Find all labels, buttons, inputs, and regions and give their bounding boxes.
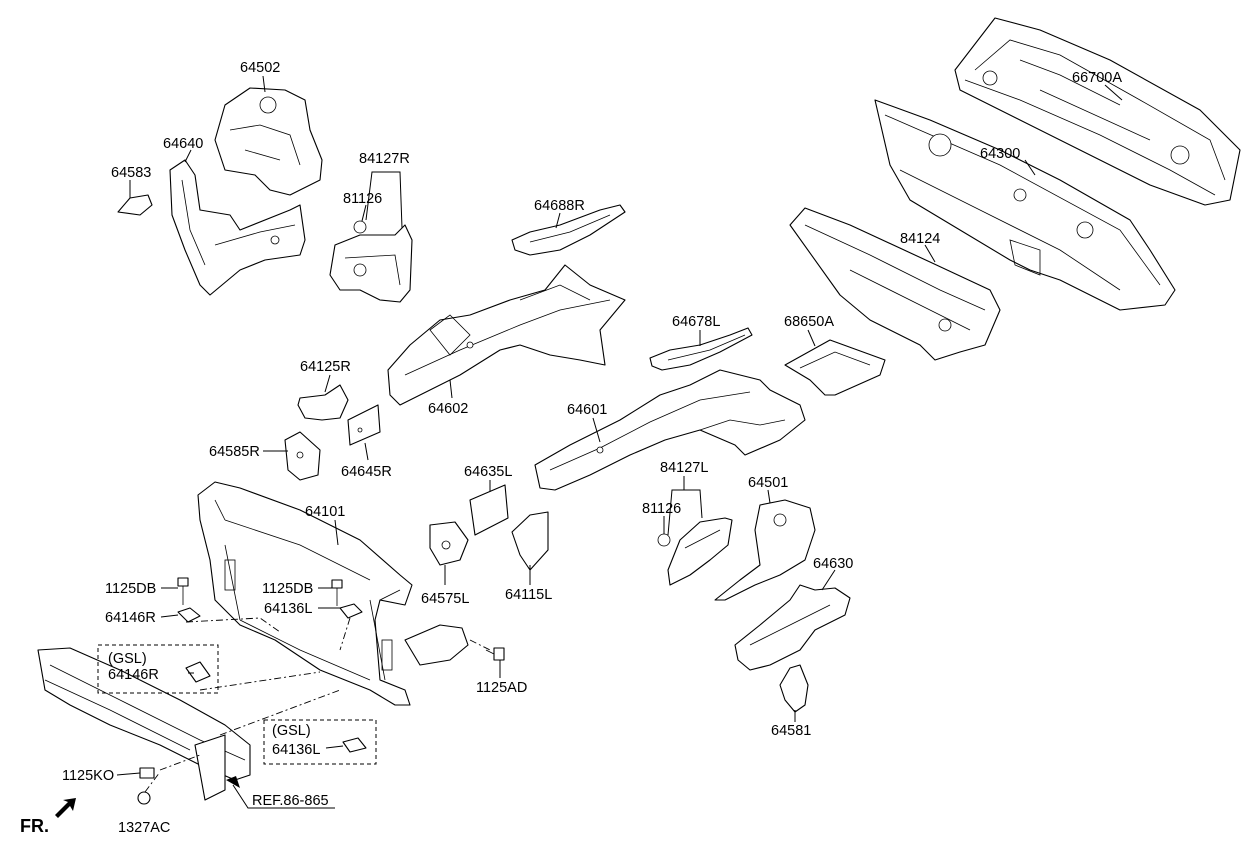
label-64136L[interactable]: 64136L — [264, 601, 312, 617]
part-64630[interactable] — [734, 584, 851, 671]
label-64640[interactable]: 64640 — [163, 136, 203, 152]
part-64583[interactable] — [117, 194, 153, 216]
label-64501[interactable]: 64501 — [748, 475, 788, 491]
part-64501[interactable] — [714, 499, 816, 601]
label-64585R[interactable]: 64585R — [209, 444, 260, 460]
part-84127R[interactable] — [329, 224, 413, 303]
label-66700A[interactable]: 66700A — [1072, 70, 1122, 86]
bracket-64136L-upper[interactable] — [339, 603, 363, 619]
label-64101[interactable]: 64101 — [305, 504, 345, 520]
label-64502[interactable]: 64502 — [240, 60, 280, 76]
part-64575L[interactable] — [429, 521, 469, 566]
label-64581[interactable]: 64581 — [771, 723, 811, 739]
part-68650A[interactable] — [784, 339, 886, 396]
part-64602-side-member[interactable] — [387, 264, 626, 406]
bolt-1125DB-left[interactable] — [177, 577, 189, 605]
label-gsl-1: (GSL) — [108, 651, 147, 667]
bolt-1125DB-right[interactable] — [331, 579, 343, 606]
label-64146R[interactable]: 64146R — [105, 610, 156, 626]
part-64581[interactable] — [779, 664, 809, 713]
front-arrow-icon — [55, 798, 76, 818]
part-64125R[interactable] — [297, 384, 349, 421]
part-64601-side-member[interactable] — [534, 369, 806, 491]
assembly-line-5 — [469, 639, 491, 651]
label-64115L[interactable]: 64115L — [505, 587, 552, 603]
part-64645R[interactable] — [347, 404, 381, 446]
part-81126-grommet-lower[interactable] — [657, 533, 671, 547]
label-64136L-gsl[interactable]: 64136L — [272, 742, 320, 758]
part-64688R[interactable] — [511, 204, 626, 256]
label-64601[interactable]: 64601 — [567, 402, 607, 418]
label-64583[interactable]: 64583 — [111, 165, 151, 181]
label-ref-86-865[interactable]: REF.86-865 — [252, 793, 329, 809]
label-1125DB-right[interactable]: 1125DB — [262, 581, 313, 597]
label-84127R[interactable]: 84127R — [359, 151, 410, 167]
assembly-line-3 — [199, 671, 321, 691]
bracket-64136L-gsl[interactable] — [342, 737, 367, 753]
part-64300-dash-panel[interactable] — [874, 99, 1176, 311]
label-64688R[interactable]: 64688R — [534, 198, 585, 214]
label-64635L[interactable]: 64635L — [464, 464, 512, 480]
part-81126-grommet-upper[interactable] — [353, 220, 367, 234]
label-64630[interactable]: 64630 — [813, 556, 853, 572]
part-64502[interactable] — [214, 87, 323, 196]
part-bumper-beam[interactable] — [37, 647, 251, 801]
nut-1327AC[interactable] — [137, 791, 151, 805]
part-64101-carrier[interactable] — [197, 481, 469, 706]
assembly-line-7 — [144, 771, 161, 793]
label-64146R-gsl[interactable]: 64146R — [108, 667, 159, 683]
bolt-1125AD[interactable] — [485, 647, 505, 661]
bracket-64146R-gsl[interactable] — [185, 661, 211, 683]
label-84124[interactable]: 84124 — [900, 231, 940, 247]
bracket-64146R-upper[interactable] — [177, 607, 201, 623]
gsl-box-64146R — [97, 644, 219, 694]
label-64575L[interactable]: 64575L — [421, 591, 469, 607]
label-64125R[interactable]: 64125R — [300, 359, 351, 375]
label-1125DB-left[interactable]: 1125DB — [105, 581, 156, 597]
part-84127L[interactable] — [667, 517, 733, 586]
assembly-line-4 — [219, 689, 341, 736]
label-64645R[interactable]: 64645R — [341, 464, 392, 480]
label-84127L[interactable]: 84127L — [660, 460, 708, 476]
part-64635L[interactable] — [469, 484, 509, 536]
ref-arrow-icon — [226, 776, 240, 788]
assembly-line-1 — [185, 617, 281, 633]
label-1327AC[interactable]: 1327AC — [118, 820, 170, 836]
label-gsl-2: (GSL) — [272, 723, 311, 739]
label-1125KO[interactable]: 1125KO — [62, 768, 114, 784]
part-64678L[interactable] — [649, 327, 753, 371]
part-64115L[interactable] — [511, 511, 549, 571]
label-1125AD[interactable]: 1125AD — [476, 680, 527, 696]
part-64585R[interactable] — [284, 431, 321, 481]
assembly-line-6 — [159, 754, 201, 771]
assembly-line-2 — [339, 617, 351, 651]
part-84124-cover[interactable] — [789, 207, 1001, 361]
gsl-box-64136L — [263, 719, 377, 765]
label-64602[interactable]: 64602 — [428, 401, 468, 417]
label-front: FR. — [20, 816, 49, 836]
bolt-1125KO[interactable] — [139, 767, 155, 779]
label-64300[interactable]: 64300 — [980, 146, 1020, 162]
label-81126-lower[interactable]: 81126 — [642, 501, 681, 517]
part-66700A-cowl-panel[interactable] — [954, 17, 1241, 206]
part-64640-apron[interactable] — [169, 159, 306, 296]
label-81126-upper[interactable]: 81126 — [343, 191, 382, 207]
label-68650A[interactable]: 68650A — [784, 314, 834, 330]
label-64678L[interactable]: 64678L — [672, 314, 720, 330]
